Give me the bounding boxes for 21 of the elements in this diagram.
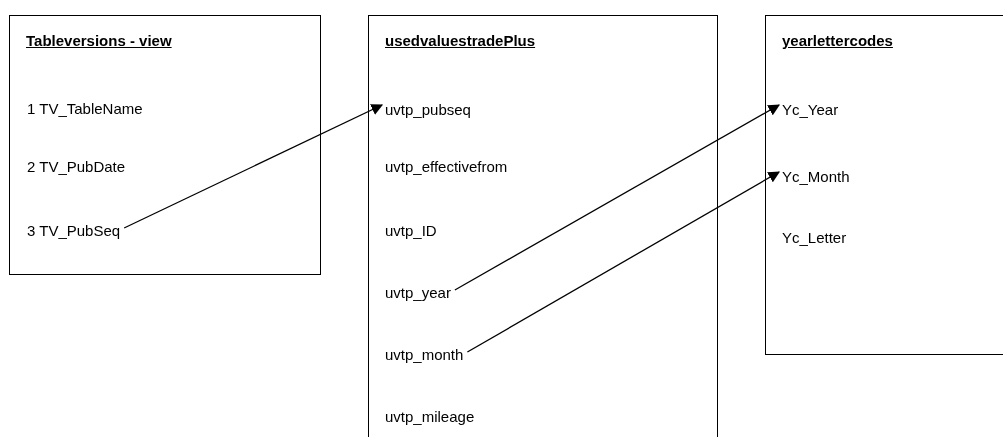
field-name: Yc_Year — [782, 101, 839, 119]
field-name: uvtp_effectivefrom — [385, 158, 508, 176]
arrow — [466, 171, 780, 353]
field-name: uvtp_mileage — [385, 408, 475, 426]
field-name: 2 TV_PubDate — [27, 158, 126, 176]
field-name: 1 TV_TableName — [27, 100, 143, 118]
field-name: uvtp_month — [385, 346, 464, 364]
table-title: yearlettercodes — [782, 32, 893, 49]
table-box — [368, 15, 718, 437]
field-name: 3 TV_PubSeq — [27, 222, 121, 240]
table-box — [765, 15, 1003, 355]
table-title: Tableversions - view — [26, 32, 172, 49]
field-name: uvtp_ID — [385, 222, 437, 240]
field-name: uvtp_year — [385, 284, 451, 302]
table-title: usedvaluestradePlus — [385, 32, 536, 49]
arrow — [123, 104, 384, 229]
arrow — [454, 104, 780, 291]
field-name: Yc_Month — [782, 168, 850, 186]
field-name: uvtp_pubseq — [385, 101, 471, 119]
table-box — [9, 15, 321, 275]
field-name: Yc_Letter — [782, 229, 847, 247]
